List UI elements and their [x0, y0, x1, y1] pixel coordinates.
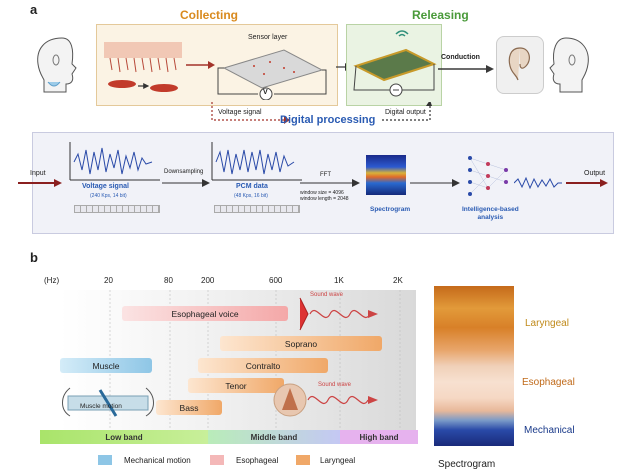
fft-label: FFT — [320, 172, 331, 178]
v-symbol: V — [263, 89, 268, 96]
bar-esophageal-voice: Esophageal voice — [122, 306, 288, 321]
tick-200: 200 — [201, 276, 215, 285]
fft-params: window size = 4096 window length = 2048 — [300, 190, 349, 202]
digital-output-label: Digital output — [385, 109, 426, 116]
tick-80: 80 — [164, 276, 173, 285]
sensor-circuit — [217, 49, 327, 100]
input-arrow — [18, 179, 62, 187]
legend-swatch-laryngeal — [296, 455, 310, 465]
tick-1k: 1K — [334, 276, 344, 285]
legend-esophageal: Esophageal — [236, 456, 279, 465]
downsampling-arrow — [162, 179, 210, 187]
digital-processing-title: Digital processing — [280, 114, 376, 126]
legend-mechanical: Mechanical motion — [124, 456, 191, 465]
fiber-illustration — [104, 42, 182, 92]
analysis-label: Intelligence-based analysis — [462, 206, 519, 221]
input-label: Input — [30, 170, 46, 177]
conduction-arrow — [438, 65, 494, 73]
tick-600: 600 — [269, 276, 283, 285]
hz-label: (Hz) — [44, 276, 60, 285]
step1-sub: (240 Kps, 14 bit) — [90, 193, 127, 199]
spectrogram-thumb-label: Spectrogram — [370, 206, 411, 213]
head-left-icon — [37, 37, 77, 93]
downsampling-label: Downsampling — [164, 169, 204, 175]
sound-wave-bottom-illustration — [273, 383, 378, 417]
releasing-title: Releasing — [412, 8, 469, 22]
dotted-connectors — [211, 102, 432, 124]
bar-tenor: Tenor — [188, 378, 284, 393]
neural-network-icon — [468, 156, 508, 196]
sound-wave-top-label: Sound wave — [310, 292, 344, 298]
bar-bass: Bass — [156, 400, 222, 415]
conduction-label: Conduction — [441, 54, 480, 61]
band-high: High band — [340, 430, 418, 444]
bar-contralto: Contralto — [198, 358, 328, 373]
panel-b-label: b — [30, 250, 38, 265]
legend-swatch-esophageal — [210, 455, 224, 465]
spectrogram-title: Spectrogram — [438, 459, 496, 470]
legend-swatch-mechanical — [98, 455, 112, 465]
tick-2k: 2K — [393, 276, 403, 285]
fft-arrow — [300, 179, 360, 187]
pcm-waveform — [211, 142, 302, 181]
tick-20: 20 — [104, 276, 113, 285]
muscle-motion-label: Muscle motion — [80, 403, 122, 410]
wireless-icon — [395, 30, 409, 37]
spectrogram-laryngeal-label: Laryngeal — [525, 318, 569, 329]
spec-arrow — [410, 179, 460, 187]
panel-a-label: a — [30, 2, 38, 17]
ear-box — [496, 36, 544, 94]
spectrogram-thumb — [366, 155, 406, 195]
step1-title: Voltage signal — [82, 183, 129, 190]
spectrogram-esophageal-label: Esophageal — [522, 377, 575, 388]
step2-data-cells — [214, 205, 300, 213]
bar-soprano: Soprano — [220, 336, 382, 351]
output-label: Output — [584, 170, 606, 177]
spectrogram-large — [434, 286, 514, 446]
voltage-waveform — [69, 142, 160, 181]
bar-muscle: Muscle — [60, 358, 152, 373]
output-wave — [514, 176, 608, 190]
sensor-layer-label: Sensor layer — [248, 34, 288, 41]
sound-wave-top-illustration — [299, 297, 378, 331]
band-low: Low band — [40, 430, 208, 444]
sound-wave-bottom-label: Sound wave — [318, 382, 352, 388]
step2-sub: (48 Kps, 16 bit) — [234, 193, 268, 199]
band-middle: Middle band — [208, 430, 340, 444]
muscle-motion-illustration — [62, 387, 154, 417]
collecting-arrow — [186, 61, 215, 69]
step1-data-cells — [74, 205, 160, 213]
collecting-title: Collecting — [180, 8, 239, 22]
head-right-icon — [549, 37, 589, 93]
step2-title: PCM data — [236, 183, 268, 190]
legend-laryngeal: Laryngeal — [320, 456, 356, 465]
spectrogram-mechanical-label: Mechanical — [524, 425, 575, 436]
voltage-signal-label: Voltage signal — [218, 109, 262, 116]
release-device — [353, 48, 437, 97]
ear-icon — [508, 47, 530, 81]
